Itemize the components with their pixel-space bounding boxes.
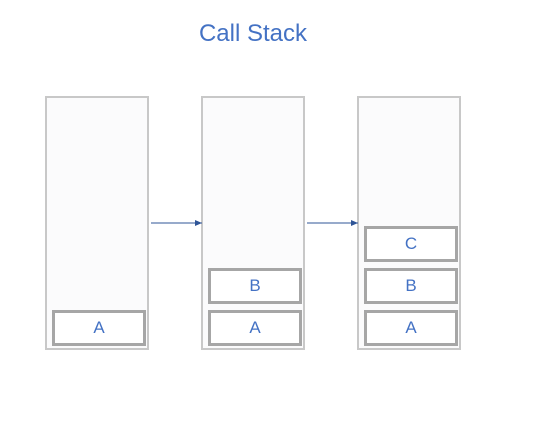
stack-frame-a: A	[208, 310, 302, 346]
diagram-title: Call Stack	[198, 20, 308, 47]
stack-frame-b: B	[208, 268, 302, 304]
call-stack-3: A B C	[357, 96, 461, 350]
call-stack-2: A B	[201, 96, 305, 350]
stack-frame-b: B	[364, 268, 458, 304]
stack-frame-a: A	[52, 310, 146, 346]
stack-frame-c: C	[364, 226, 458, 262]
call-stack-1: A	[45, 96, 149, 350]
stack-frame-a: A	[364, 310, 458, 346]
